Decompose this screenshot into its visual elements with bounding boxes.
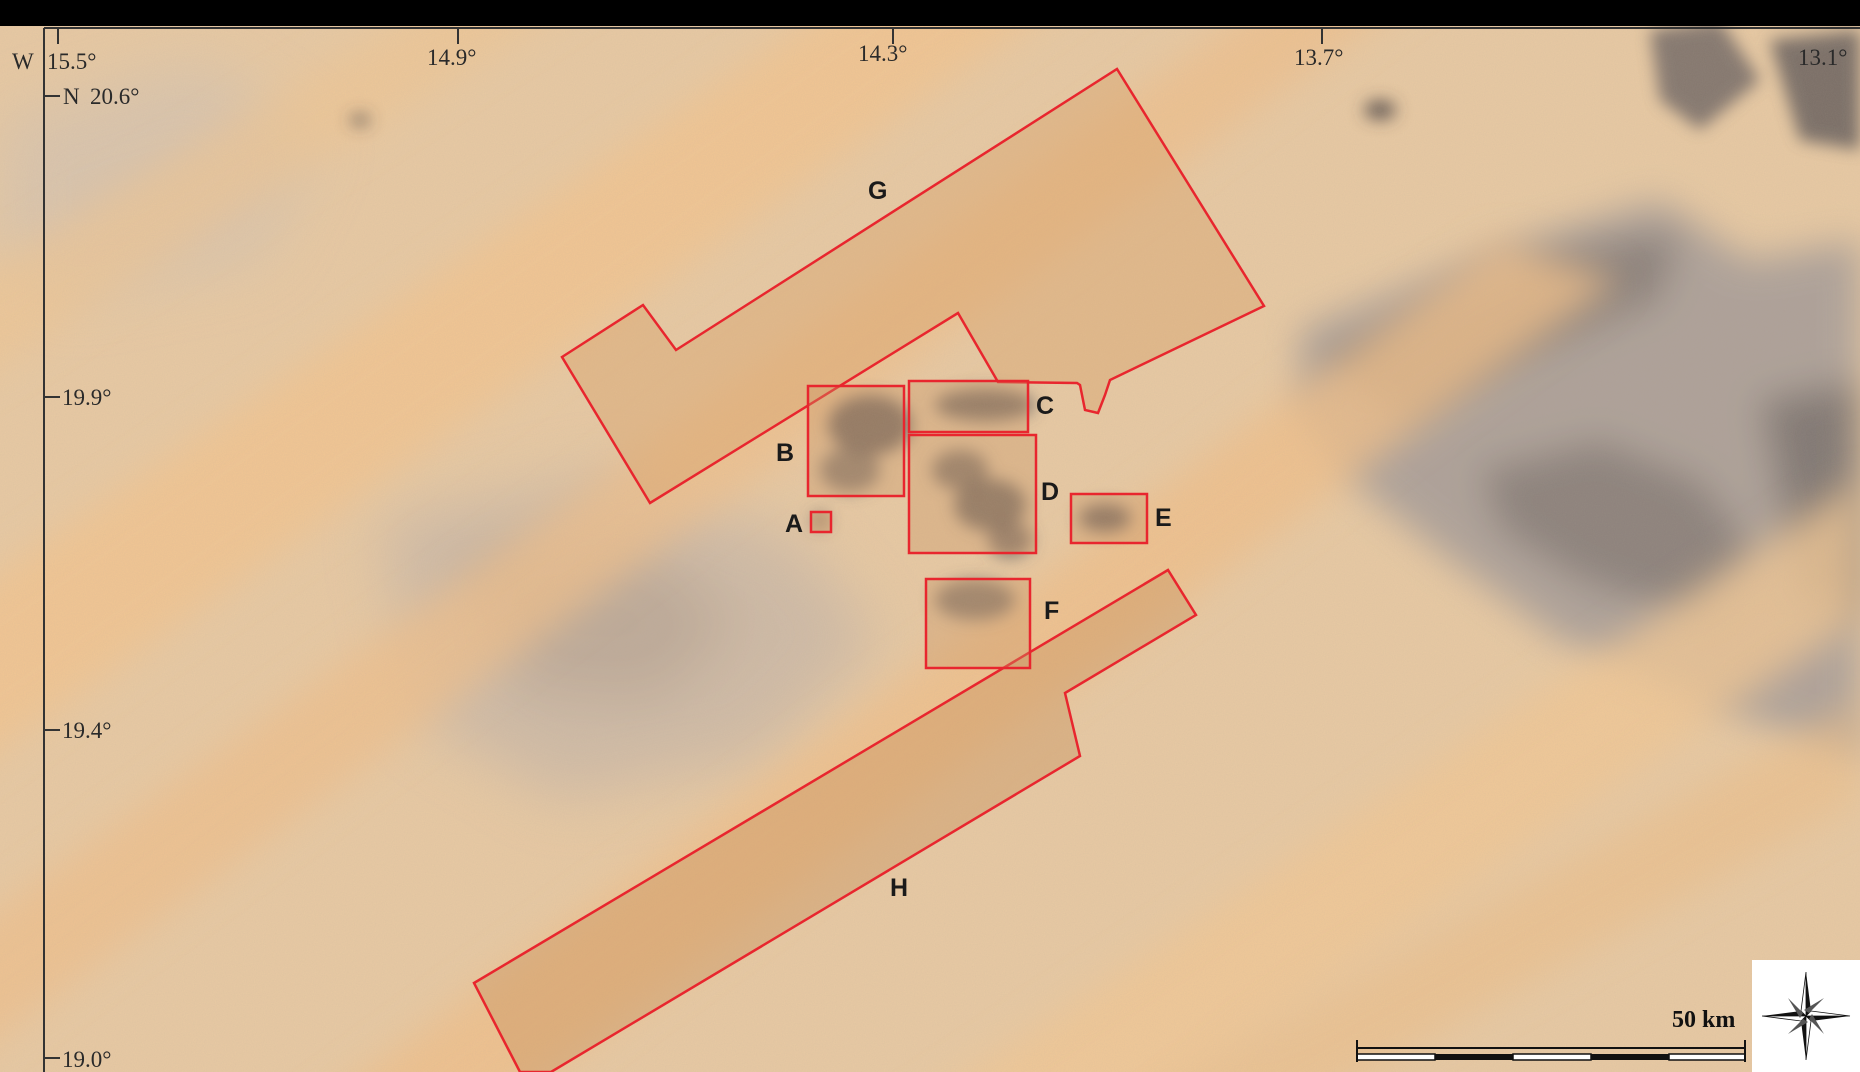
- region-label-a: A: [785, 510, 804, 538]
- region-d-boundary: [907, 433, 1038, 555]
- region-label-f: F: [1044, 597, 1060, 625]
- region-label-b: B: [776, 439, 795, 467]
- region-e-boundary: [1069, 492, 1149, 545]
- lon-tick-marks: [57, 28, 1323, 44]
- lon-tick-label: 15.5°: [47, 49, 97, 74]
- region-f-boundary: [924, 577, 1032, 670]
- lon-tick-label: 14.9°: [427, 45, 477, 70]
- lon-tick-label: 13.1°: [1798, 45, 1848, 70]
- region-label-d: D: [1041, 478, 1060, 506]
- region-h-boundary: [472, 568, 1198, 1072]
- top-frame: [0, 0, 1860, 26]
- lat-tick-label: 19.0°: [62, 1047, 112, 1072]
- region-a-boundary: [809, 510, 833, 534]
- region-label-h: H: [890, 874, 909, 902]
- scale-bar: [1356, 1040, 1746, 1062]
- lon-prefix-label: W: [12, 49, 34, 74]
- region-label-g: G: [868, 177, 888, 205]
- region-label-e: E: [1155, 504, 1172, 532]
- lat-tick-marks: [44, 95, 60, 1059]
- scale-bar-label: 50 km: [1672, 1007, 1736, 1033]
- compass-rose-icon: [1752, 960, 1860, 1072]
- lon-tick-label: 13.7°: [1294, 45, 1344, 70]
- region-b-boundary: [806, 384, 906, 498]
- lat-tick-label: 19.4°: [62, 718, 112, 743]
- region-g-boundary: [560, 67, 1266, 505]
- lat-prefix-label: N: [63, 84, 80, 109]
- region-c-boundary: [907, 379, 1030, 434]
- lon-tick-label: 14.3°: [858, 41, 908, 66]
- region-label-c: C: [1036, 392, 1055, 420]
- lat-tick-label: 20.6°: [90, 84, 140, 109]
- lat-tick-label: 19.9°: [62, 385, 112, 410]
